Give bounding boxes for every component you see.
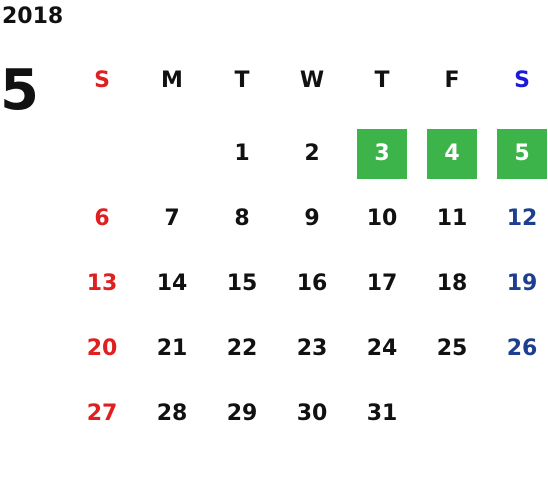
day-cell: 20 [86,336,118,361]
weekday-header-sat: S [514,67,530,93]
weekday-header-wed: W [299,67,325,93]
day-cell: 7 [164,206,180,231]
day-cell: 24 [366,336,398,361]
day-cell: 26 [506,336,538,361]
day-cell: 13 [86,271,118,296]
month-number: 5 [0,58,39,123]
day-cell: 10 [366,206,398,231]
day-cell [487,381,548,446]
day-cell: 31 [366,401,398,426]
holiday-day-number: 3 [357,128,407,179]
day-cell [137,121,207,186]
day-cell [67,121,137,186]
day-cell: 23 [296,336,328,361]
weekday-header-fri: F [444,67,460,93]
day-cell: 14 [156,271,188,296]
day-cell: 22 [226,336,258,361]
day-cell: 1 [234,141,250,166]
day-cell-holiday: 5 [487,121,548,186]
day-cell: 6 [94,206,110,231]
day-cell-holiday: 4 [417,121,487,186]
day-cell: 18 [436,271,468,296]
weekday-header-tue: T [234,67,250,93]
day-cell: 8 [234,206,250,231]
day-cell: 15 [226,271,258,296]
holiday-day-number: 5 [497,128,547,179]
day-cell: 16 [296,271,328,296]
year-label: 2018 [2,4,64,29]
day-cell-holiday: 3 [347,121,417,186]
day-cell: 17 [366,271,398,296]
weekday-header-thu: T [374,67,390,93]
day-cell [417,381,487,446]
day-cell: 12 [506,206,538,231]
day-cell: 28 [156,401,188,426]
day-cell: 19 [506,271,538,296]
day-cell: 30 [296,401,328,426]
holiday-day-number: 4 [427,128,477,179]
day-cell: 11 [436,206,468,231]
calendar-grid: S M T W T F S 1 2 3 4 5 6 7 8 9 10 11 12… [67,56,548,446]
day-cell: 21 [156,336,188,361]
day-cell: 27 [86,401,118,426]
day-cell: 2 [304,141,320,166]
day-cell: 9 [304,206,320,231]
weekday-header-sun: S [94,67,110,93]
day-cell: 29 [226,401,258,426]
weekday-header-mon: M [161,67,183,93]
day-cell: 25 [436,336,468,361]
